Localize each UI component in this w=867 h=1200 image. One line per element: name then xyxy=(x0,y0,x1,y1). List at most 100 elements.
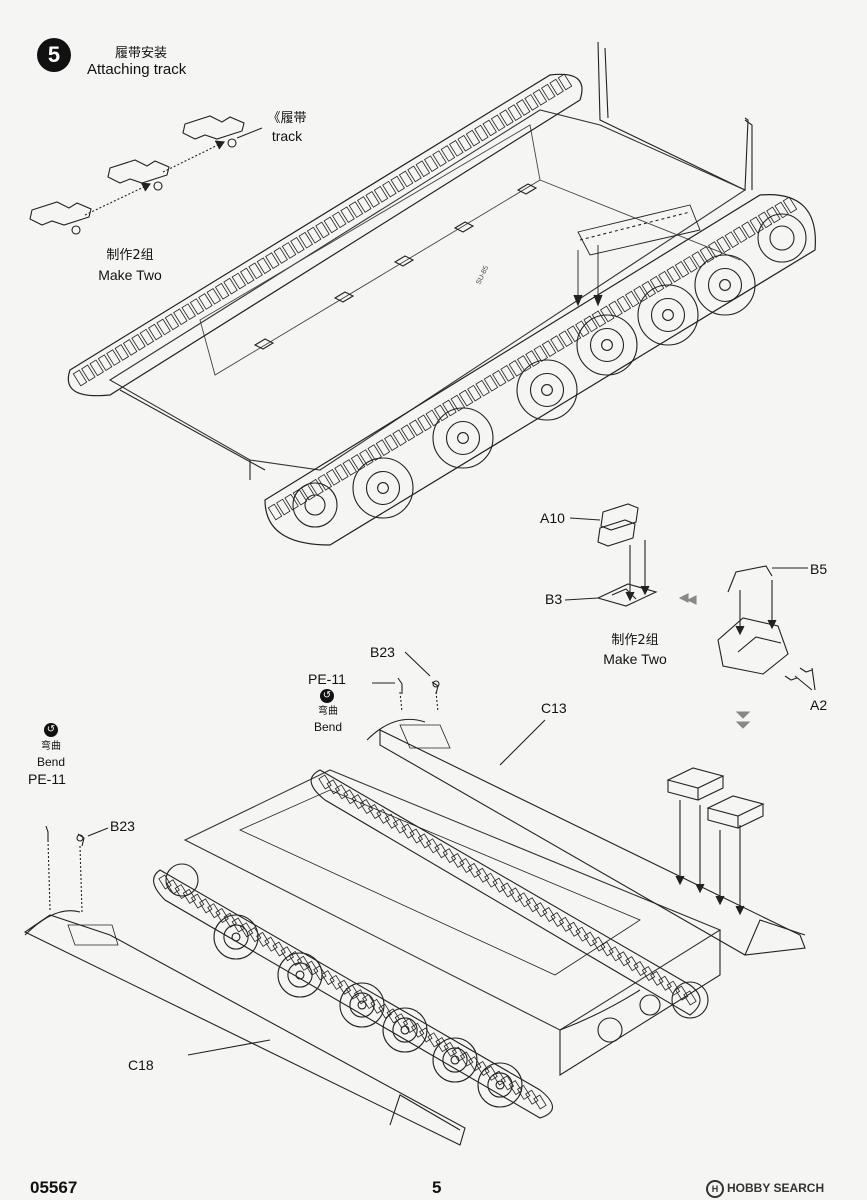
track-link-shape xyxy=(451,853,465,869)
track-link-shape xyxy=(423,155,439,172)
part-a10: A10 xyxy=(540,510,565,526)
road-wheel-shape xyxy=(589,327,625,363)
track-link-shape xyxy=(541,340,557,357)
track-link-shape xyxy=(516,1084,531,1100)
track-link-shape xyxy=(474,124,489,142)
track-link-shape xyxy=(329,974,343,990)
road-wheel-shape xyxy=(487,1072,513,1098)
track-link-shape xyxy=(600,305,615,323)
bend-en-left: Bend xyxy=(36,755,66,769)
road-wheel-shape xyxy=(382,1007,428,1053)
track-link-shape xyxy=(359,449,374,466)
watermark-text: HOBBY SEARCH xyxy=(727,1181,825,1196)
track-link-shape xyxy=(482,119,497,137)
track-link-shape xyxy=(633,285,648,303)
track-link-shape xyxy=(131,333,146,351)
track-link-shape xyxy=(256,257,272,275)
road-wheel-shape xyxy=(357,1000,367,1010)
track-link-shape xyxy=(449,140,464,157)
track-link-shape xyxy=(106,349,121,366)
road-wheel-shape xyxy=(541,384,553,396)
track-link-shape xyxy=(239,922,254,938)
track-link-shape xyxy=(402,1017,417,1033)
bend-icon-top: ↺ xyxy=(320,689,334,703)
track-link-shape xyxy=(272,941,286,957)
road-wheel-shape xyxy=(349,992,375,1018)
track-link-shape xyxy=(401,823,415,839)
track-link-shape xyxy=(281,242,297,259)
track-link-shape xyxy=(591,310,607,328)
track-link-shape xyxy=(616,951,631,967)
track-link-shape xyxy=(558,916,573,932)
track-link-shape xyxy=(114,344,130,361)
track-link-shape xyxy=(549,78,564,96)
road-wheel-shape xyxy=(662,309,674,321)
track-link-shape xyxy=(550,335,565,352)
track-link-shape xyxy=(288,951,303,967)
upper-far-track xyxy=(67,73,583,397)
track-link-shape xyxy=(533,1094,547,1110)
road-wheel-shape xyxy=(223,924,249,950)
track-link-shape xyxy=(575,320,590,338)
track-link-shape xyxy=(325,468,341,486)
bend-cn-left: 弯曲 xyxy=(41,741,61,752)
track-label-cn: 《履带 xyxy=(267,111,307,126)
track-link-shape xyxy=(674,261,690,278)
track-link-shape xyxy=(533,902,548,918)
track-link-shape xyxy=(384,813,399,829)
track-link-shape xyxy=(716,236,731,253)
track-link-shape xyxy=(500,882,515,898)
track-link-shape xyxy=(459,857,473,873)
track-link-shape xyxy=(499,109,514,127)
track-link-shape xyxy=(407,165,422,183)
track-link-shape xyxy=(467,862,482,878)
track-link-shape xyxy=(342,459,357,476)
track-link-shape xyxy=(600,941,614,957)
road-wheel-shape xyxy=(495,1080,505,1090)
road-wheel-shape xyxy=(287,962,313,988)
track-link-shape xyxy=(340,206,355,224)
track-link-shape xyxy=(376,808,390,824)
track-link-shape xyxy=(465,129,481,147)
track-link-shape xyxy=(500,365,515,382)
part-b5: B5 xyxy=(810,561,828,577)
product-code: 05567 xyxy=(30,1178,78,1197)
step-number-badge: 5 xyxy=(37,38,71,72)
track-link-shape xyxy=(350,454,366,471)
track-link-shape xyxy=(757,211,773,229)
road-wheel-shape xyxy=(650,297,686,333)
track-link-shape xyxy=(264,936,278,952)
track-link-shape xyxy=(525,897,540,913)
track-link-shape xyxy=(375,439,391,456)
track-link-shape xyxy=(315,221,330,239)
track-link-shape xyxy=(658,975,672,991)
track-link-shape xyxy=(411,1022,425,1038)
track-link-shape xyxy=(558,330,573,348)
track-link-shape xyxy=(624,290,640,308)
track-link-shape xyxy=(240,267,255,285)
track-link-shape xyxy=(415,160,431,178)
track-link-shape xyxy=(284,493,299,511)
track-link-shape xyxy=(459,1051,474,1067)
track-link-shape xyxy=(248,262,263,280)
track-link-shape xyxy=(309,478,324,496)
track-link-shape xyxy=(749,216,765,234)
track-link-shape xyxy=(182,888,197,904)
track-link-shape xyxy=(384,434,399,452)
track-link-shape xyxy=(450,394,465,412)
track-link-shape xyxy=(516,355,532,372)
track-link-shape xyxy=(174,884,189,900)
track-link-shape xyxy=(567,921,581,937)
track-link-shape xyxy=(724,231,740,249)
track-link-shape xyxy=(89,359,104,377)
track-link-shape xyxy=(408,419,424,437)
track-link-shape xyxy=(732,226,748,244)
track-link-shape xyxy=(321,970,335,986)
part-b3: B3 xyxy=(545,591,563,607)
track-link-shape xyxy=(483,374,499,392)
road-wheel-shape xyxy=(213,914,259,960)
track-link-shape xyxy=(666,980,681,996)
track-link-shape xyxy=(231,917,246,933)
track-link-shape xyxy=(541,83,556,101)
